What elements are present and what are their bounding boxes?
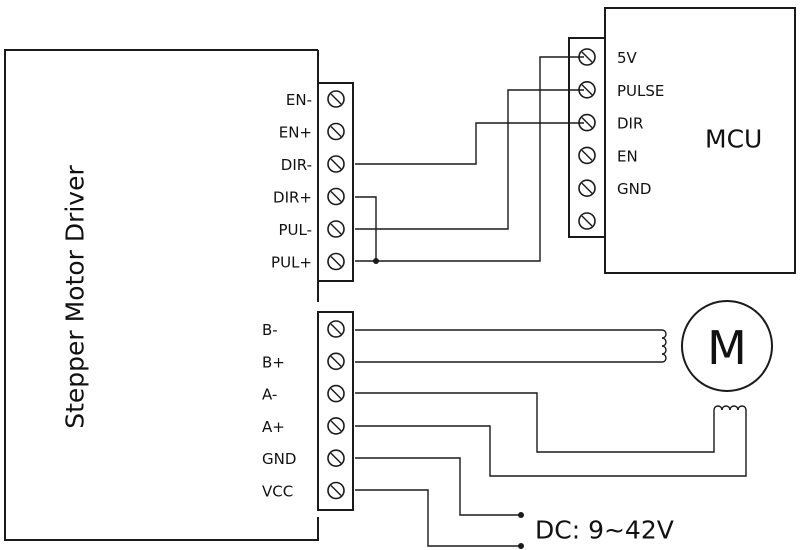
mcu-terminal-screw-slot-2: [581, 84, 593, 96]
junction-dot-pul-plus: [373, 258, 379, 264]
signal-terminal-screw-slot-3: [330, 158, 342, 170]
signal-terminal-labels: EN- EN+ DIR- DIR+ PUL- PUL+: [271, 91, 312, 272]
motor-label: M: [707, 321, 747, 375]
signal-terminal-label-1: EN-: [286, 91, 312, 109]
power-terminal-screw-slot-3: [330, 388, 342, 400]
power-terminal-label-5: GND: [262, 450, 296, 468]
mcu-terminal-screw-slot-1: [581, 51, 593, 63]
power-terminal-screw-slot-1: [330, 323, 342, 335]
wire-5v-to-pul-plus: [355, 56, 584, 262]
mcu-terminal-screw-slot-6: [581, 215, 593, 227]
supply-terminal-negative: [518, 543, 524, 549]
power-terminal-screw-slot-5: [330, 452, 342, 464]
signal-terminal-label-4: DIR+: [273, 189, 312, 207]
mcu-body: [604, 7, 796, 274]
power-terminal-label-3: A-: [262, 386, 277, 404]
driver-title: Stepper Motor Driver: [61, 165, 90, 429]
wire-gnd-to-supply: [355, 457, 520, 516]
signal-terminal-screw-slot-6: [330, 256, 342, 267]
signal-terminal-block: [317, 82, 354, 282]
power-supply-label: DC: 9~42V: [535, 516, 674, 545]
mcu-terminal-label-5: GND: [617, 180, 651, 198]
wire-pulse-to-pul-minus: [355, 89, 584, 230]
wire-vcc-to-supply: [355, 489, 520, 547]
driver-body: [4, 49, 319, 541]
power-terminal-screw-slot-2: [330, 355, 342, 367]
power-terminal-label-2: B+: [262, 353, 285, 371]
supply-terminal-positive: [518, 512, 524, 518]
mcu-title: MCU: [705, 125, 762, 154]
power-terminal-screw-slot-6: [330, 485, 342, 496]
mcu-terminal-labels: 5V PULSE DIR EN GND: [617, 49, 664, 198]
wire-dir-plus-jumper: [355, 196, 377, 261]
wire-a-minus: [355, 392, 715, 453]
power-terminal-labels: B- B+ A- A+ GND VCC: [262, 321, 296, 501]
mcu-terminal-label-4: EN: [617, 147, 638, 165]
power-terminal-screw-slot-4: [330, 420, 342, 432]
signal-terminal-screw-slot-5: [330, 223, 342, 235]
mcu-terminal-screw-slot-3: [581, 117, 593, 129]
power-terminal-label-1: B-: [262, 321, 278, 339]
signal-terminal-screw-slot-2: [330, 126, 342, 137]
motor-symbol: [681, 300, 773, 392]
signal-terminal-screws: [327, 90, 345, 271]
mcu-terminal-screws: [578, 48, 596, 230]
motor-coil-b: [661, 329, 667, 363]
mcu-terminal-block: [568, 37, 606, 238]
signal-terminal-label-6: PUL+: [271, 254, 312, 272]
wire-a-plus: [355, 410, 747, 477]
signal-terminal-screw-slot-4: [330, 191, 342, 202]
wire-dir-to-dir-minus: [355, 122, 584, 165]
mcu-terminal-label-2: PULSE: [617, 82, 664, 100]
signal-terminal-label-2: EN+: [279, 124, 312, 142]
signal-terminal-label-5: PUL-: [278, 221, 312, 239]
mcu-terminal-label-1: 5V: [617, 49, 638, 67]
mcu-terminal-screw-slot-5: [581, 182, 593, 194]
power-terminal-label-4: A+: [262, 418, 285, 436]
signal-terminal-screw-slot-1: [330, 93, 342, 105]
mcu-terminal-label-3: DIR: [617, 115, 643, 133]
motor-coil-a: [713, 405, 747, 411]
signal-terminal-label-3: DIR-: [281, 156, 312, 174]
mcu-terminal-screw-slot-4: [581, 149, 593, 161]
power-terminal-label-6: VCC: [262, 483, 293, 501]
power-terminal-block: [317, 311, 354, 511]
power-terminal-screws: [327, 320, 345, 500]
